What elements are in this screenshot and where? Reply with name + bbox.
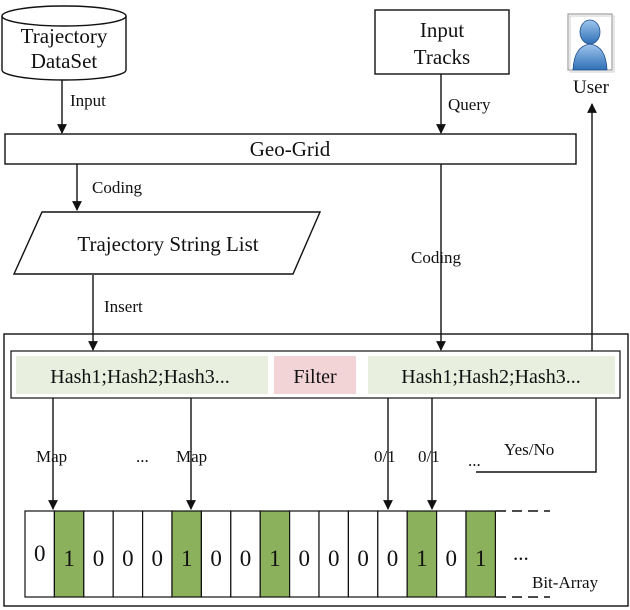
bit-value: 0 [387, 546, 399, 571]
input-edge-label: Input [70, 91, 106, 110]
string-list-label: Trajectory String List [77, 232, 258, 256]
yes-no-label: Yes/No [504, 440, 554, 459]
bit-value: 0 [34, 541, 46, 566]
bit-cell [171, 510, 202, 598]
bit-cell [406, 510, 438, 598]
query-edge-label: Query [448, 95, 491, 114]
hash-left-label: Hash1;Hash2;Hash3... [50, 366, 229, 388]
bit-cell [24, 510, 55, 598]
trajectory-dataset-node: Trajectory DataSet [1, 5, 127, 81]
bit-value: 0 [299, 546, 311, 571]
bit-check-dots: ... [468, 451, 481, 470]
map-dots-label: ... [136, 447, 149, 466]
hash-right-box [368, 356, 615, 394]
geo-grid-box [4, 133, 577, 165]
insert-edge-label: Insert [104, 297, 143, 316]
bit-cell [347, 510, 379, 598]
bit-cell [436, 510, 467, 598]
filter-label: Filter [293, 366, 337, 388]
map-label-1: Map [36, 447, 67, 466]
bit-array-label: Bit-Array [532, 573, 599, 592]
bloom-filter-container [3, 333, 629, 607]
bit-value: 0 [122, 546, 134, 571]
bit-value: 0 [210, 546, 222, 571]
bit-cell [377, 510, 408, 598]
bit-check-label-1: 0/1 [374, 447, 396, 466]
filter-box [274, 356, 356, 394]
coding-right-label: Coding [411, 248, 462, 267]
bit-check-label-2: 0/1 [418, 447, 440, 466]
dataset-label-line1: Trajectory [21, 24, 108, 48]
bit-value: 0 [357, 546, 369, 571]
bit-value: 1 [475, 546, 487, 571]
user-label: User [573, 77, 610, 98]
bit-array-ellipsis: ... [513, 541, 529, 565]
tracks-label-line2: Tracks [414, 45, 470, 69]
input-tracks-node: Input Tracks [374, 9, 510, 75]
bit-value: 1 [269, 546, 281, 571]
bit-cell [83, 510, 114, 598]
yes-no-line [476, 398, 597, 473]
tracks-label-line1: Input [420, 18, 464, 42]
map-label-2: Map [176, 447, 207, 466]
bit-cell [318, 510, 349, 598]
bit-cell [465, 510, 496, 598]
trajectory-string-list-node [12, 211, 322, 275]
bit-value: 1 [416, 546, 428, 571]
bit-cell [142, 510, 173, 598]
bit-value: 1 [181, 546, 193, 571]
hash-left-box [16, 356, 268, 394]
hash-right-label: Hash1;Hash2;Hash3... [401, 366, 580, 388]
bit-value: 0 [328, 546, 340, 571]
user-icon [567, 13, 615, 73]
bit-cell [259, 510, 291, 598]
bit-value: 1 [63, 546, 75, 571]
geo-grid-label: Geo-Grid [250, 137, 331, 161]
bit-cell [230, 510, 261, 598]
bit-value: 0 [240, 546, 252, 571]
coding-left-label: Coding [92, 178, 143, 197]
bit-value: 0 [152, 546, 164, 571]
dataset-label-line2: DataSet [31, 49, 98, 73]
bit-value: 0 [446, 546, 458, 571]
bit-value: 0 [93, 546, 105, 571]
